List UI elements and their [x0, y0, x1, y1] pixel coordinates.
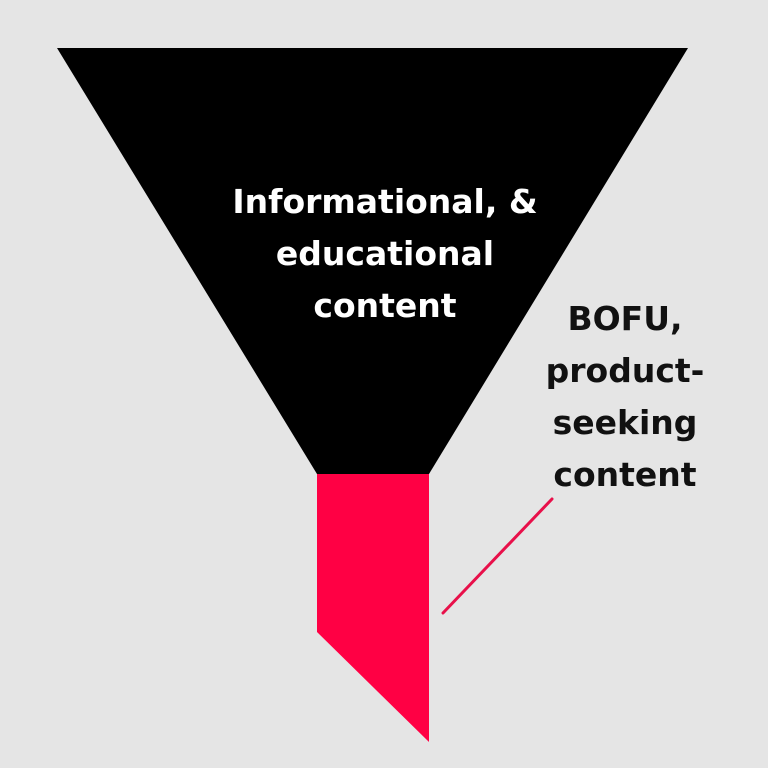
- funnel-top-label: Informational, & educational content: [200, 176, 570, 332]
- label-line: content: [313, 286, 457, 325]
- label-line: seeking: [552, 403, 698, 442]
- funnel-bofu-section: [317, 474, 429, 742]
- label-line: product-: [545, 351, 705, 390]
- bofu-label: BOFU, product- seeking content: [530, 293, 720, 501]
- label-line: BOFU,: [567, 299, 683, 338]
- label-line: Informational, &: [232, 182, 538, 221]
- label-line: content: [553, 455, 697, 494]
- callout-line: [441, 497, 554, 615]
- funnel-top-section: [57, 48, 688, 474]
- label-line: educational: [275, 234, 495, 273]
